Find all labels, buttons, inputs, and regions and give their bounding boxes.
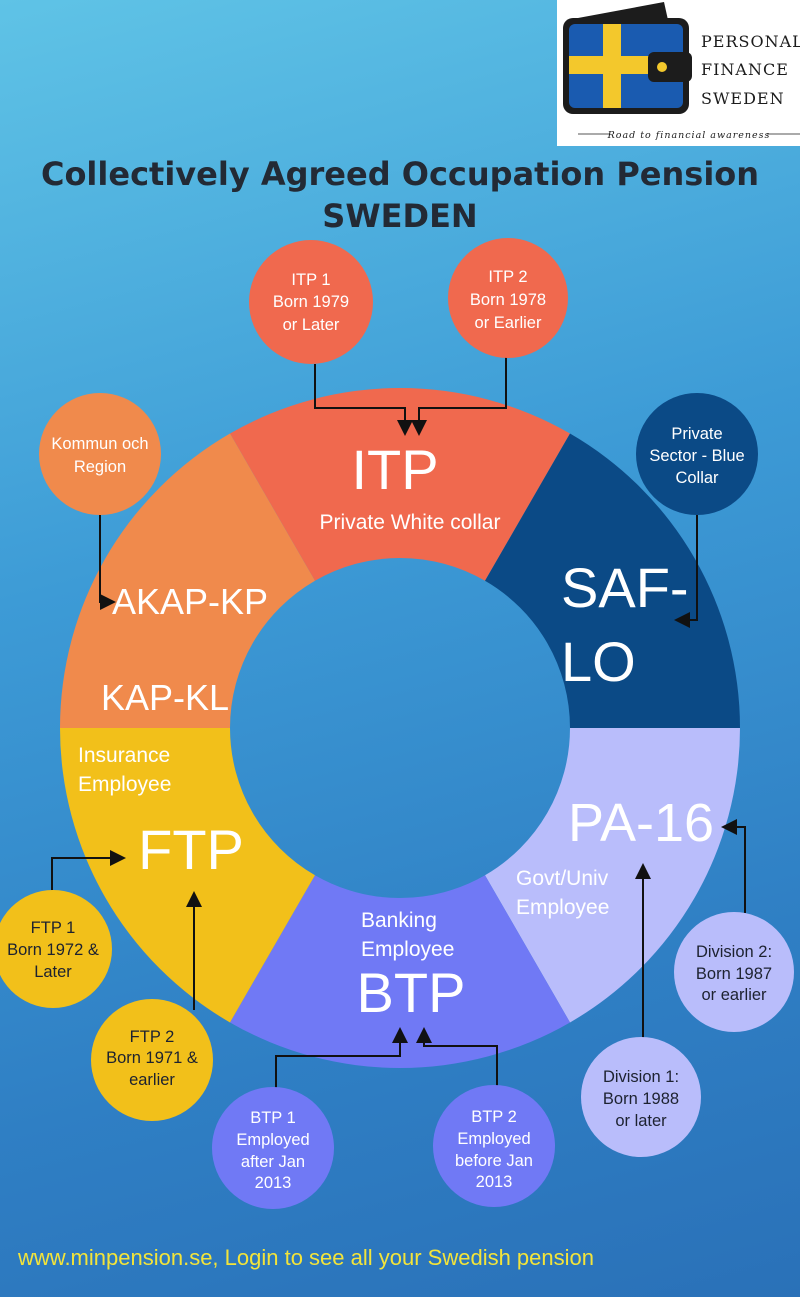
label-saflo-line1: SAF- [561,556,689,619]
bubble-itp2-line3: or Earlier [475,314,542,332]
bubble-private-blue-line2: Sector - Blue [649,447,744,465]
bubble-div2-line1: Division 2: [696,943,772,961]
bubble-ftp2-line3: earlier [129,1071,175,1089]
label-kap-line2: KAP-KL [101,677,229,718]
bubble-itp1: ITP 1 Born 1979 or Later [249,240,373,364]
bubble-div1: Division 1: Born 1988 or later [581,1037,701,1157]
bubble-itp1-line2: Born 1979 [273,293,349,311]
logo-line3: SWEDEN [701,89,785,108]
arrow-ftp1 [51,850,126,890]
arrow-itp2 [411,357,507,436]
wallet-flag-icon [563,2,692,114]
label-pa16: PA-16 [568,793,714,853]
label-btp: BTP [357,961,466,1024]
arrow-div2 [721,819,746,913]
bubble-div2: Division 2: Born 1987 or earlier [674,912,794,1032]
arrow-kommun [99,514,116,610]
connector-arrows [51,357,746,1090]
bubble-itp2-line2: Born 1978 [470,291,546,309]
bubble-btp1-line1: BTP 1 [250,1109,296,1127]
segment-btp [230,875,570,1068]
segment-itp [230,387,570,581]
arrow-btp2 [416,1027,498,1087]
label-itp-desc: Private White collar [320,511,501,534]
bubble-kommun-line1: Kommun och [51,435,148,453]
bubble-btp1-line3: after Jan [241,1153,305,1171]
bubble-div1-line1: Division 1: [603,1068,679,1086]
bubble-private-blue-line3: Collar [675,469,719,487]
bubble-btp2-line2: Employed [457,1130,530,1148]
label-btp-desc1: Banking [361,909,437,932]
bubble-ftp1-line3: Later [34,963,72,981]
label-btp-desc2: Employee [361,938,454,961]
bubble-kommun: Kommun och Region [39,393,161,515]
label-saflo-line2: LO [561,630,636,693]
bubble-ftp2-line2: Born 1971 & [106,1049,198,1067]
bubble-div2-line3: or earlier [701,986,767,1004]
title-line1: Collectively Agreed Occupation Pension [41,155,759,193]
arrow-private-blue [674,515,698,628]
footer-link[interactable]: www.minpension.se, Login to see all your… [17,1245,594,1270]
bubble-btp1: BTP 1 Employed after Jan 2013 [212,1087,334,1209]
donut-chart [60,387,740,1068]
bubble-private-blue-line1: Private [671,425,722,443]
bubble-kommun-line2: Region [74,458,126,476]
label-ftp-desc2: Employee [78,773,171,796]
bubble-ftp1: FTP 1 Born 1972 & Later [0,890,112,1008]
bubble-private-blue: Private Sector - Blue Collar [636,393,758,515]
bubble-div1-line3: or later [615,1112,667,1130]
bubble-itp2-line1: ITP 2 [488,268,527,286]
bubble-itp1-line3: or Later [283,316,340,334]
arrow-itp1 [314,364,413,436]
bubble-ftp1-line2: Born 1972 & [7,941,99,959]
label-itp: ITP [351,438,438,501]
bubble-itp2: ITP 2 Born 1978 or Earlier [448,238,568,358]
logo-line2: FINANCE [701,60,789,79]
bubble-ftp2: FTP 2 Born 1971 & earlier [91,999,213,1121]
label-ftp-desc1: Insurance [78,744,170,767]
bubble-btp2: BTP 2 Employed before Jan 2013 [433,1085,555,1207]
segment-kap [60,433,315,728]
segment-pa-16 [485,728,740,1023]
label-pa16-desc1: Govt/Univ [516,867,609,890]
logo-line1: PERSONAL [701,32,800,51]
bubble-btp2-line1: BTP 2 [471,1108,517,1126]
bubble-ftp1-line1: FTP 1 [31,919,76,937]
title-line2: SWEDEN [322,197,477,235]
segment-ftp [60,728,315,1023]
segment-saf-lo [485,433,740,728]
bubble-div1-line2: Born 1988 [603,1090,679,1108]
bubble-div2-line2: Born 1987 [696,965,772,983]
arrow-btp1 [275,1027,408,1090]
bubble-btp2-line4: 2013 [476,1173,513,1191]
bubble-btp1-line4: 2013 [255,1174,292,1192]
bubble-btp2-line3: before Jan [455,1152,533,1170]
bubble-btp1-line2: Employed [236,1131,309,1149]
label-pa16-desc2: Employee [516,896,609,919]
bubble-ftp2-line1: FTP 2 [130,1028,175,1046]
bubble-itp1-line1: ITP 1 [291,271,330,289]
logo-tagline: Road to financial awareness [607,130,771,141]
label-kap-line1: AKAP-KP [112,581,268,622]
label-ftp: FTP [138,818,244,881]
logo: PERSONAL FINANCE SWEDEN Road to financia… [557,0,800,146]
